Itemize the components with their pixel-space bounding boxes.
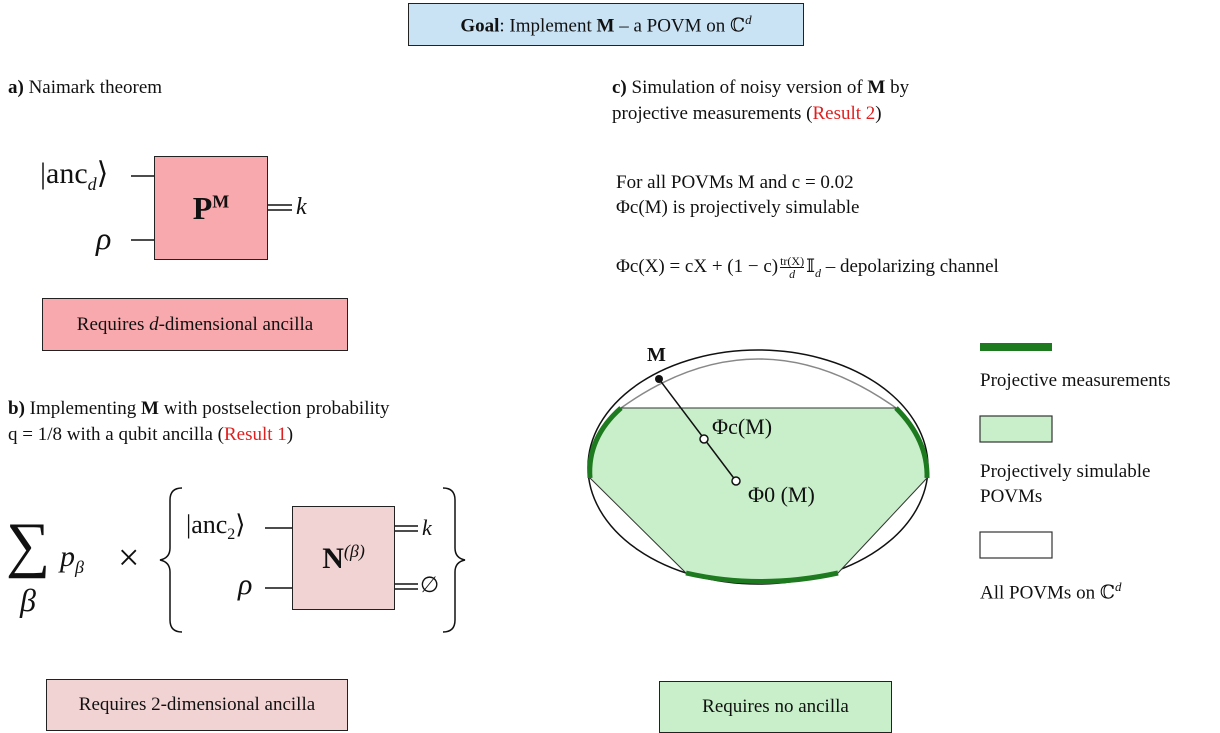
b-anc-input: |anc2⟩ xyxy=(186,510,246,544)
result-1-link[interactable]: Result 1 xyxy=(223,424,287,445)
goal-prefix: Goal xyxy=(460,15,500,37)
c-label-phi0: Φ0 (M) xyxy=(748,482,815,507)
legend-swatch-all xyxy=(979,531,1053,559)
c-label-m: M xyxy=(647,344,666,366)
b-n-box: N(β) xyxy=(292,506,395,610)
projective-arc-bottom xyxy=(685,570,839,584)
section-a-label: a) xyxy=(8,77,24,98)
b-times: × xyxy=(118,537,140,579)
c-label-phic: Φc(M) xyxy=(712,414,773,439)
projective-arc-right xyxy=(894,406,930,479)
b-output-k: k xyxy=(422,515,432,540)
point-phic xyxy=(699,434,709,444)
legend-projective-label: Projective measurements xyxy=(980,370,1171,391)
legend-simulable-label-2: POVMs xyxy=(980,486,1043,507)
c-statement-1: For all POVMs M and c = 0.02 xyxy=(616,172,854,193)
legend-swatch-projective xyxy=(980,343,1052,351)
point-phi0 xyxy=(731,476,741,486)
section-b-title: b) Implementing M with postselection pro… xyxy=(8,398,390,419)
section-b-subtitle: q = 1/8 with a qubit ancilla (Result 1) xyxy=(8,424,294,445)
c-requirement: Requires no ancilla xyxy=(659,681,892,733)
a-requirement: Requires d-dimensional ancilla xyxy=(42,298,348,351)
goal-text: : Implement xyxy=(499,15,597,37)
point-m xyxy=(655,375,663,383)
legend-swatch-simulable xyxy=(979,415,1053,443)
section-a-title: a) Naimark theorem xyxy=(8,75,162,101)
result-2-link[interactable]: Result 2 xyxy=(812,103,876,124)
a-output-k: k xyxy=(296,194,307,220)
c-statement-2: Φc(M) is projectively simulable xyxy=(616,197,860,218)
b-sum-symbol: ∑ xyxy=(6,511,51,579)
b-rho: ρ xyxy=(238,568,253,601)
goal-sup: d xyxy=(745,11,752,27)
legend-simulable-label: Projectively simulable xyxy=(980,461,1151,482)
projective-arc-left xyxy=(587,406,623,479)
a-rho: ρ xyxy=(96,220,112,256)
legend-all-label: All POVMs on ℂd xyxy=(980,579,1122,604)
goal-bold: M xyxy=(596,15,615,37)
b-p-beta: pβ xyxy=(60,540,84,577)
section-a-text: Naimark theorem xyxy=(23,77,163,98)
a-anc-input: |ancd⟩ xyxy=(40,157,109,194)
b-output-empty: ∅ xyxy=(420,572,440,597)
section-c-title: c) Simulation of noisy version of M by xyxy=(612,77,910,98)
section-c-subtitle: projective measurements (Result 2) xyxy=(612,103,882,124)
b-requirement: Requires 2-dimensional ancilla xyxy=(46,679,348,731)
a-naimark-box: PM xyxy=(154,156,268,260)
goal-tail: – a POVM on ℂ xyxy=(614,15,746,37)
goal-box: Goal: Implement M – a POVM on ℂd xyxy=(408,3,804,46)
b-sum-sub: β xyxy=(20,582,36,618)
